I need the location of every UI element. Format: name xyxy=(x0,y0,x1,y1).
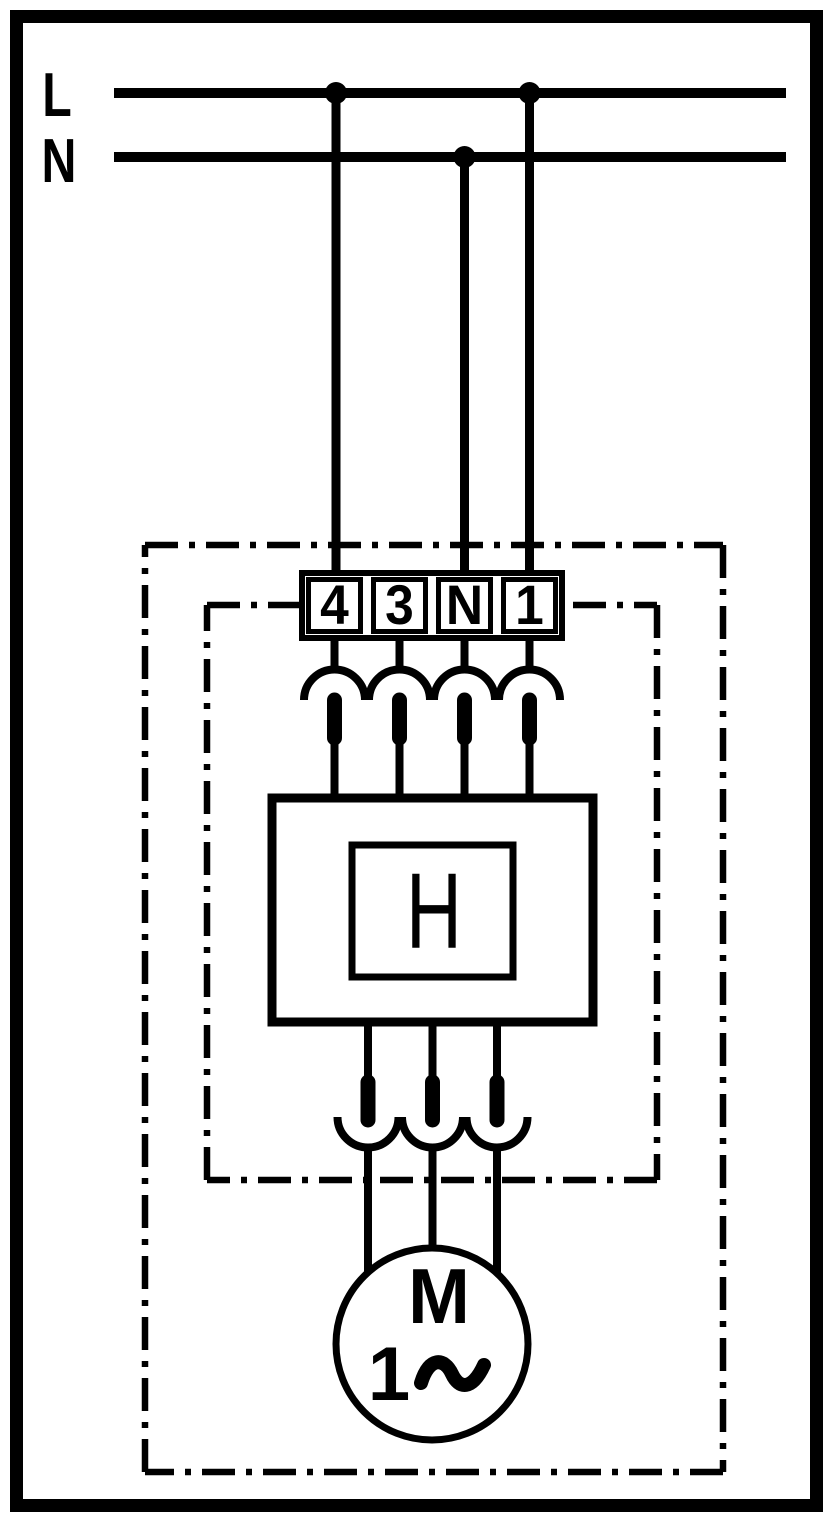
inner-module-boundary xyxy=(203,601,661,1184)
terminal-label-1: 1 xyxy=(515,574,544,636)
lower-connector xyxy=(333,1022,403,1290)
motor-circle xyxy=(332,1244,532,1444)
upper-connector xyxy=(300,638,369,800)
upper-connector xyxy=(365,638,434,800)
terminal-label-3: 3 xyxy=(385,574,414,636)
junction-dot xyxy=(453,146,476,168)
terminal-label-n: N xyxy=(446,574,483,636)
socket-icon xyxy=(365,665,434,701)
terminal-cell xyxy=(306,577,363,634)
terminal-label-4: 4 xyxy=(320,574,349,636)
lower-connector xyxy=(398,1022,467,1260)
terminal-block-frame xyxy=(299,570,565,641)
terminal-cell xyxy=(371,577,428,634)
upper-connector xyxy=(495,638,564,800)
socket-icon xyxy=(398,1116,467,1152)
socket-icon xyxy=(333,1116,403,1152)
supply-wires xyxy=(325,82,541,580)
junction-dot xyxy=(518,82,541,104)
live-label: L xyxy=(42,60,72,129)
controller-label: H xyxy=(406,850,462,971)
motor-label: M xyxy=(408,1253,470,1340)
socket-icon xyxy=(300,665,369,701)
socket-icon xyxy=(495,665,564,701)
terminal-cell xyxy=(501,577,558,634)
neutral-label: N xyxy=(42,126,77,195)
terminal-cell xyxy=(436,577,493,634)
lower-connectors xyxy=(333,1022,532,1290)
power-lines: L N xyxy=(42,60,786,195)
page-frame xyxy=(10,10,823,1512)
motor-symbol: M 1 xyxy=(332,1244,532,1444)
controller-outline xyxy=(267,793,598,1027)
terminal-block: 4 3 N 1 xyxy=(299,570,565,641)
upper-connector xyxy=(430,638,499,800)
socket-icon xyxy=(430,665,499,701)
sine-wave-icon xyxy=(414,1355,491,1392)
socket-icon xyxy=(462,1116,532,1152)
motor-phase-label: 1 xyxy=(368,1332,410,1417)
controller-inner-box xyxy=(348,841,517,981)
junction-dot xyxy=(325,82,347,104)
upper-connectors xyxy=(300,638,564,800)
controller-box: H xyxy=(267,793,598,1027)
outer-unit-boundary xyxy=(141,541,727,1476)
lower-connector xyxy=(462,1022,532,1290)
